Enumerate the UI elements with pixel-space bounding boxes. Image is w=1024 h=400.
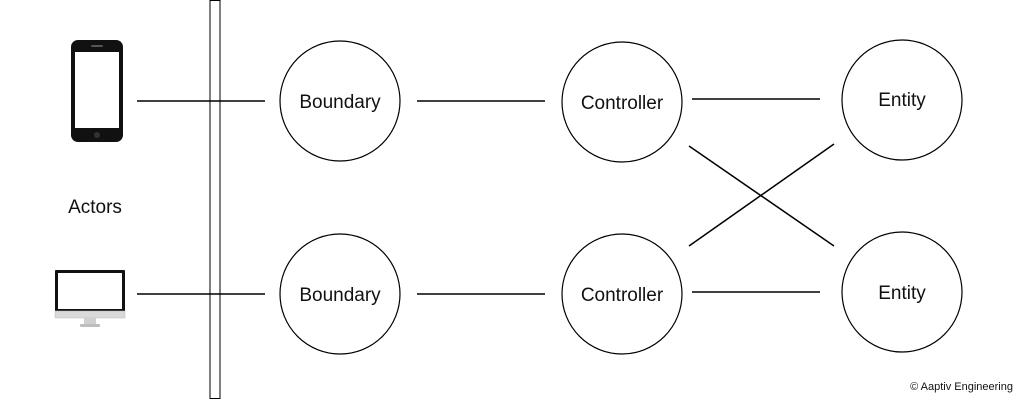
- node-controller-top: Controller: [561, 41, 683, 163]
- node-label: Entity: [878, 283, 926, 304]
- system-boundary-bar: [209, 0, 221, 399]
- node-boundary-bottom: Boundary: [279, 233, 401, 355]
- node-entity-top: Entity: [841, 39, 963, 161]
- node-label: Boundary: [299, 285, 381, 306]
- connector-lines: [137, 98, 835, 295]
- node-entity-bottom: Entity: [841, 231, 963, 353]
- actors-label: Actors: [68, 197, 122, 218]
- node-label: Controller: [581, 93, 664, 114]
- copyright-credit: © Aaptiv Engineering: [910, 381, 1013, 393]
- connector-cross-bottom-to-top: [688, 143, 835, 247]
- node-label: Boundary: [299, 92, 381, 113]
- node-label: Entity: [878, 90, 926, 111]
- smartphone-icon: [71, 40, 123, 142]
- node-label: Controller: [581, 285, 664, 306]
- connector-cross-top-to-bottom: [688, 145, 835, 247]
- node-controller-bottom: Controller: [561, 233, 683, 355]
- node-boundary-top: Boundary: [279, 40, 401, 162]
- desktop-monitor-icon: [54, 270, 126, 327]
